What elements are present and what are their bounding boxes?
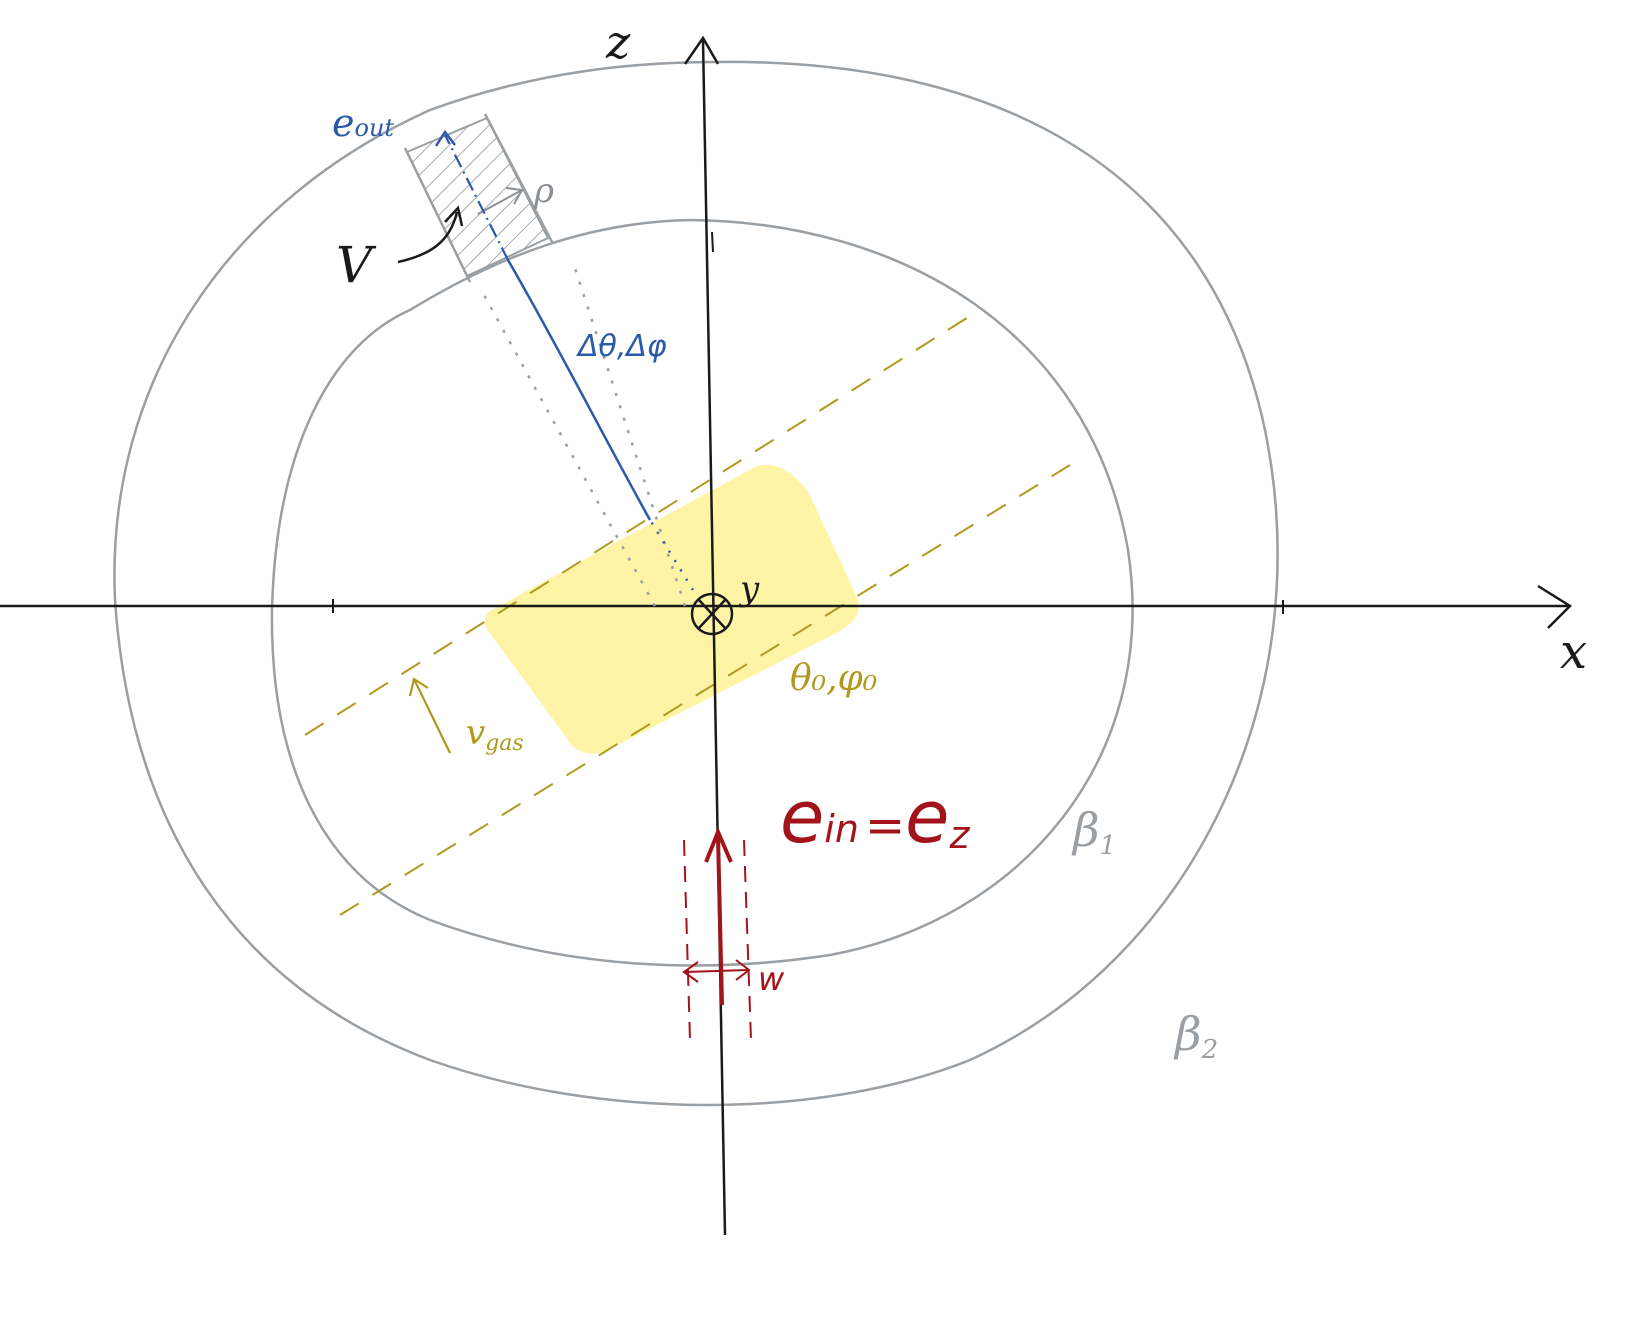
gas-flow-line-2 — [339, 464, 1071, 916]
volume-label: V — [336, 236, 377, 294]
gas-flow-line-1 — [304, 315, 971, 736]
v-gas-arrow — [413, 678, 451, 754]
outer-boundary-beta2 — [113, 60, 1279, 1107]
e-in-subscript: in — [824, 807, 859, 851]
z-axis-tick — [711, 231, 714, 253]
y-axis-label: y — [738, 569, 760, 609]
z-axis-label: z — [605, 15, 631, 69]
y-axis-into-page-marker — [690, 592, 734, 636]
z-axis-arrowhead — [683, 35, 720, 65]
x-axis-label: x — [1560, 624, 1587, 680]
rho-arrow — [477, 189, 523, 215]
view-cone-right — [571, 261, 687, 607]
inner-boundary-beta1 — [270, 218, 1134, 967]
beta1-symbol: β — [1071, 803, 1100, 857]
incoming-beam-edge-left — [683, 839, 691, 1041]
beta2-label: β2 — [1173, 1007, 1218, 1065]
delta-angles-label: Δθ,Δφ — [576, 329, 667, 364]
v-gas-symbol: v — [466, 713, 485, 753]
v-gas-arrowhead-top — [408, 677, 429, 697]
beam-width-arrow — [684, 969, 749, 973]
e-out-arrowhead — [434, 129, 456, 147]
e-in-symbol: e — [780, 775, 824, 859]
beta2-subscript: 2 — [1201, 1035, 1219, 1065]
rho-arrowhead — [505, 187, 524, 205]
e-in-arrow — [716, 835, 724, 1006]
z-axis-line — [701, 39, 727, 1236]
e-in-equation: ein=ez — [780, 775, 970, 859]
detector-edge-left — [403, 147, 472, 283]
beta1-label: β1 — [1071, 803, 1116, 861]
rho-label: ρ — [533, 171, 554, 211]
e-out-symbol: e — [332, 101, 355, 145]
e-out-detector-segment — [444, 134, 509, 261]
beam-width-arrowhead-left — [682, 961, 699, 983]
equals-sign: = — [865, 798, 905, 854]
e-z-symbol: e — [905, 775, 949, 859]
volume-pointer-arrowhead — [444, 205, 464, 227]
beta2-symbol: β — [1173, 1007, 1202, 1061]
e-z-subscript: z — [948, 813, 970, 857]
v-gas-subscript: gas — [485, 731, 524, 756]
e-out-subscript: out — [355, 114, 395, 142]
y-marker-cross-2 — [698, 599, 726, 629]
e-out-ray — [506, 259, 652, 521]
volume-pointer-arrow — [397, 211, 459, 264]
v-gas-label: vgas — [466, 713, 524, 756]
detector-edge-right — [483, 113, 554, 243]
beam-width-label: w — [758, 960, 785, 998]
e-out-label: eout — [332, 101, 394, 145]
beta1-subscript: 1 — [1100, 831, 1117, 861]
e-in-arrowhead — [704, 826, 733, 863]
theta-phi-0-label: θ₀,φ₀ — [790, 658, 877, 699]
gas-volume — [484, 464, 859, 754]
incoming-beam-edge-right — [743, 839, 752, 1041]
x-axis-arrowhead — [1537, 584, 1572, 629]
beam-width-arrowhead-right — [735, 959, 751, 981]
